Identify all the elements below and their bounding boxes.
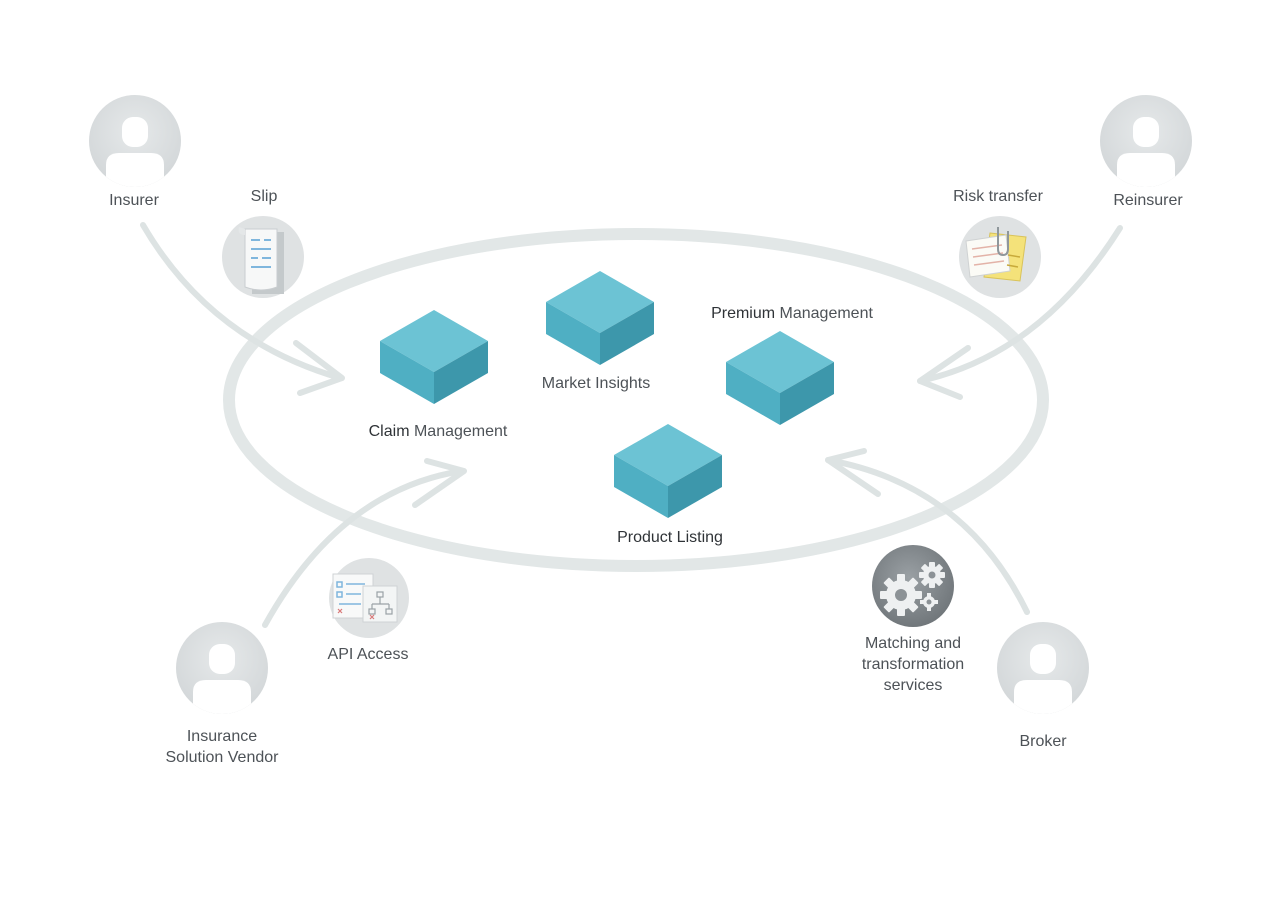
arrow-insurer-head: [293, 340, 345, 396]
arrow-reinsurer-head: [917, 345, 971, 400]
label-premium-rest: Management: [775, 305, 873, 322]
arrow-reinsurer: [917, 225, 1123, 384]
label-claim-strong: Claim: [368, 423, 410, 440]
avatar-reinsurer: [1100, 95, 1192, 187]
platform-ring: [223, 228, 1049, 572]
arrow-vendor: [262, 468, 465, 628]
label-matching-line3: services: [883, 677, 943, 694]
cube-product-listing: [614, 424, 722, 518]
label-market-insights: Market Insights: [541, 375, 651, 392]
label-claim-rest: Management: [409, 423, 508, 440]
cube-claim-management: [380, 310, 488, 404]
arrow-insurer: [140, 222, 343, 381]
avatar-broker: [997, 622, 1089, 714]
arrow-broker: [825, 457, 1030, 615]
api-document-icon: [329, 558, 409, 638]
cube-premium-management: [726, 331, 834, 425]
label-insurance-solution-vendor: Insurance Solution Vendor: [142, 726, 302, 768]
arrows: [140, 222, 1123, 628]
label-premium-management: Premium Management: [692, 303, 892, 324]
label-claim-management: Claim Management: [348, 421, 528, 442]
avatar-insurer: [89, 95, 181, 187]
label-risk-transfer: Risk transfer: [953, 188, 1043, 205]
label-matching-services: Matching and transformation services: [843, 633, 983, 696]
sticky-notes-icon: [959, 216, 1041, 298]
arrow-vendor-head: [412, 458, 467, 508]
label-slip: Slip: [250, 188, 278, 205]
label-vendor-line2: Solution Vendor: [165, 749, 279, 766]
label-matching-line1: Matching and: [864, 635, 962, 652]
arrow-broker-head: [825, 448, 881, 497]
label-product-listing: Product Listing: [617, 529, 723, 546]
avatar-vendor: [176, 622, 268, 714]
gears-icon: [872, 545, 954, 627]
label-reinsurer: Reinsurer: [1113, 192, 1183, 209]
label-matching-line2: transformation: [861, 656, 965, 673]
label-vendor-line1: Insurance: [186, 728, 258, 745]
label-broker: Broker: [1019, 733, 1067, 750]
label-premium-strong: Premium: [711, 305, 776, 322]
document-icon: [222, 216, 304, 298]
label-insurer: Insurer: [109, 192, 159, 209]
cube-market-insights: [546, 271, 654, 365]
label-api-access: API Access: [327, 646, 409, 663]
